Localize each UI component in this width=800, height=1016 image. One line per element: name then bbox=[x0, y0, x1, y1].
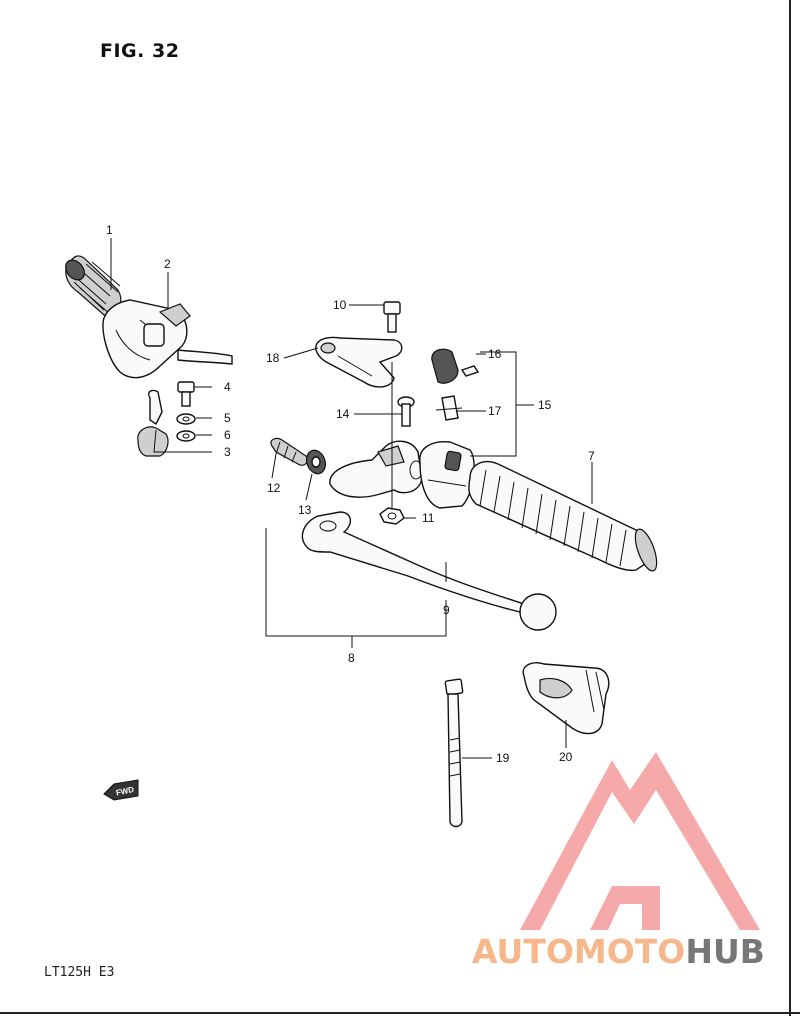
part-13-locknut bbox=[305, 449, 327, 475]
callout-19: 19 bbox=[496, 751, 510, 765]
callout-2: 2 bbox=[164, 257, 171, 271]
callout-7: 7 bbox=[588, 449, 595, 463]
part-17-clip bbox=[435, 395, 463, 421]
watermark-text-dark: HUB bbox=[685, 932, 765, 971]
part-14-screw bbox=[397, 396, 415, 427]
callout-8: 8 bbox=[348, 651, 355, 665]
callout-9: 9 bbox=[443, 603, 450, 617]
callout-15: 15 bbox=[538, 398, 552, 412]
callout-1: 1 bbox=[106, 223, 113, 237]
page-bottom-border bbox=[0, 1012, 800, 1014]
part-11-nut bbox=[379, 507, 405, 525]
callout-18: 18 bbox=[266, 351, 280, 365]
watermark-text: AUTOMOTOHUB bbox=[472, 932, 765, 971]
fwd-label: FWD bbox=[115, 785, 135, 798]
part-18-bracket bbox=[315, 336, 403, 388]
callout-14: 14 bbox=[336, 407, 350, 421]
lever-holder bbox=[329, 440, 423, 498]
callout-20: 20 bbox=[559, 750, 573, 764]
callout-10: 10 bbox=[333, 298, 347, 312]
callout-17: 17 bbox=[488, 404, 502, 418]
fwd-direction-badge: FWD bbox=[103, 779, 139, 801]
callout-11: 11 bbox=[422, 511, 435, 525]
part-4-bolt bbox=[177, 381, 195, 407]
callout-16: 16 bbox=[488, 347, 502, 361]
part-10-bolt bbox=[383, 301, 401, 333]
watermark-text-accent: AUTOMOTO bbox=[472, 932, 686, 971]
callout-labels: 1 2 3 4 5 6 7 8 9 10 11 12 13 14 15 16 1… bbox=[106, 223, 595, 765]
part-9-lever bbox=[301, 511, 557, 631]
watermark-logo bbox=[520, 752, 760, 930]
callout-13: 13 bbox=[298, 503, 312, 517]
part-1-grip-assembly bbox=[65, 255, 233, 379]
part-3-switch-lever bbox=[137, 389, 169, 457]
part-12-cable-adjuster bbox=[270, 437, 308, 466]
callout-3: 3 bbox=[224, 445, 231, 459]
callout-4: 4 bbox=[224, 380, 231, 394]
part-15-switch-housing bbox=[419, 441, 475, 509]
part-7-grip bbox=[468, 460, 658, 572]
callout-6: 6 bbox=[224, 428, 231, 442]
callout-12: 12 bbox=[267, 481, 281, 495]
figure-title: FIG. 32 bbox=[100, 40, 180, 62]
part-16-switch-knob bbox=[431, 348, 480, 384]
part-20-boot-cover bbox=[522, 662, 610, 735]
part-5-washer bbox=[176, 413, 196, 425]
part-6-washer bbox=[176, 430, 196, 442]
page-right-border bbox=[789, 0, 791, 1016]
callout-5: 5 bbox=[224, 411, 231, 425]
part-19-cable-tie bbox=[444, 678, 464, 828]
leader-lines bbox=[110, 238, 593, 759]
model-code: LT125H E3 bbox=[44, 965, 115, 980]
